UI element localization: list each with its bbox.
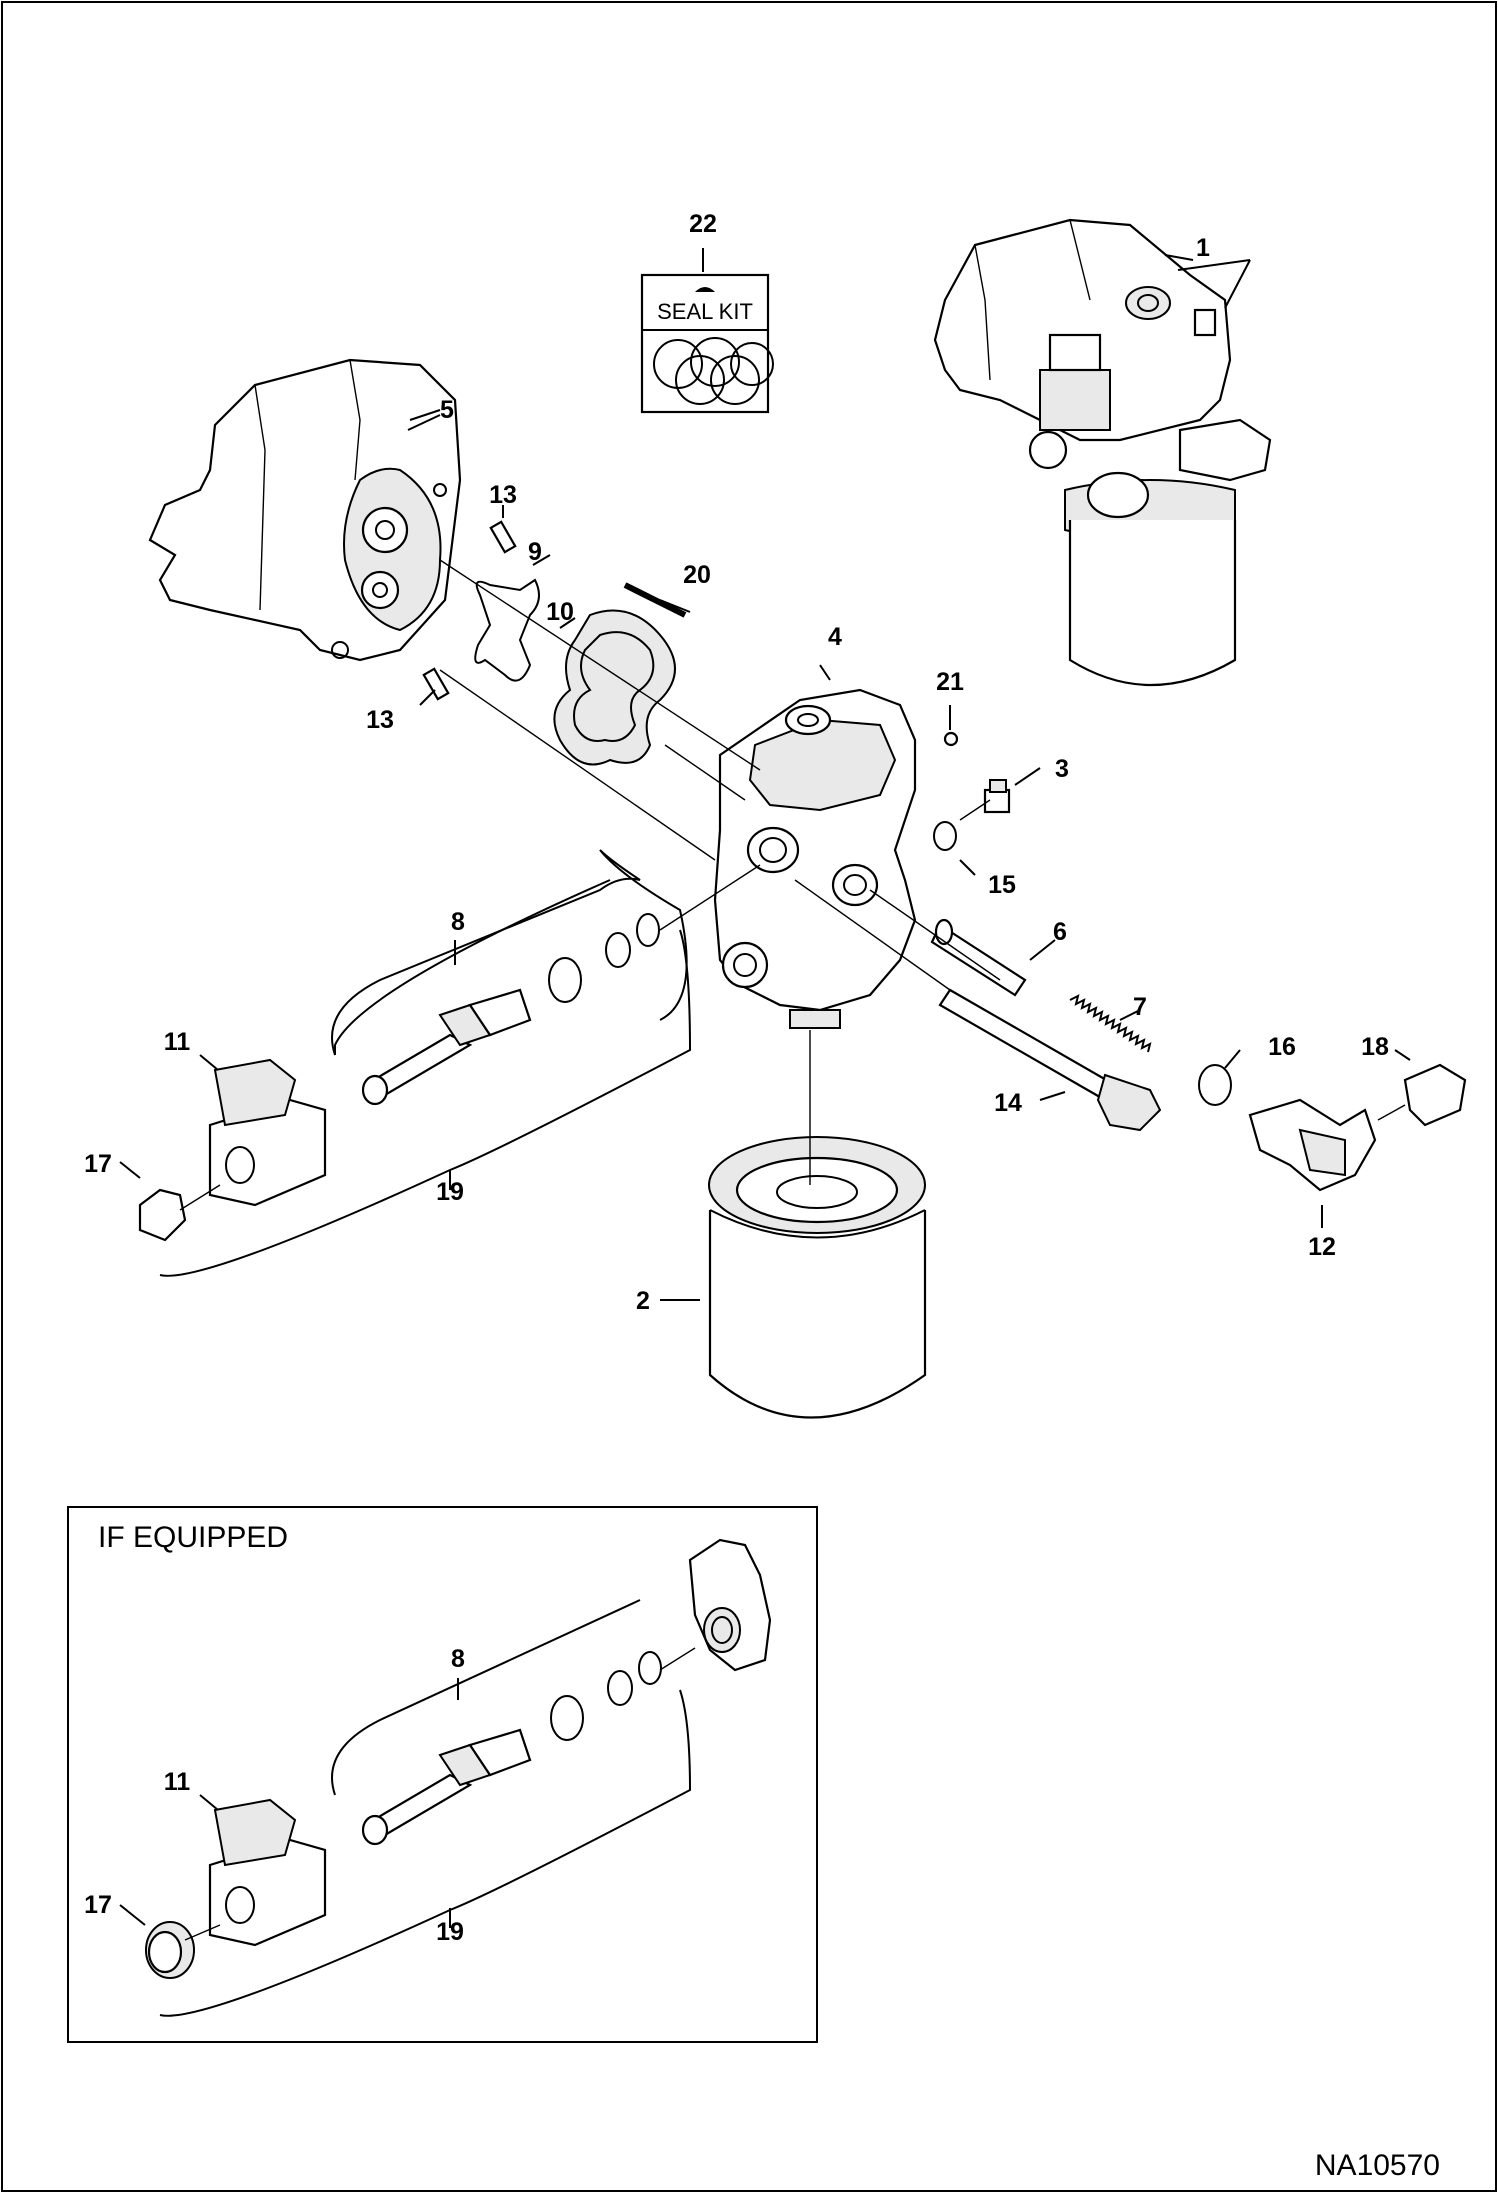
oil-filter [708, 1136, 927, 1419]
drawing-id: NA10570 [1315, 2149, 1440, 2182]
inset-if-equipped: IF EQUIPPED [67, 1506, 818, 2043]
callout-13-bottom: 13 [366, 706, 394, 734]
callout-18: 18 [1361, 1033, 1389, 1061]
ball-21 [943, 731, 959, 747]
callout-16: 16 [1268, 1033, 1296, 1061]
hydraulic-pump [148, 358, 462, 662]
o-ring-15 [933, 821, 957, 851]
callout-20: 20 [683, 561, 711, 589]
callout-10: 10 [546, 598, 574, 626]
callout-19: 19 [436, 1178, 464, 1206]
gasket-10 [553, 609, 676, 766]
callout-1: 1 [1196, 234, 1210, 262]
callout-14: 14 [994, 1089, 1022, 1117]
elbow-fitting-12 [1248, 1098, 1377, 1192]
callout-5: 5 [440, 396, 454, 424]
sleeve-6 [930, 918, 1027, 997]
callout-13-top: 13 [489, 481, 517, 509]
valve-cartridge-main [361, 913, 660, 1106]
callout-12: 12 [1308, 1233, 1336, 1261]
seal-kit-label: SEAL KIT [657, 299, 753, 324]
valve-cartridge-inset [361, 1651, 662, 1846]
assembled-pump-filter [933, 218, 1272, 687]
callout-leaders [119, 248, 1411, 1301]
callout-21: 21 [936, 668, 964, 696]
inset-callout-17: 17 [84, 1891, 112, 1919]
filter-head [713, 688, 917, 1029]
spring-7 [1069, 994, 1152, 1053]
callout-8: 8 [451, 908, 465, 936]
callout-9: 9 [528, 538, 542, 566]
leader-lines [159, 559, 1406, 1277]
solenoid-coil-inset [208, 1798, 327, 1947]
callout-15: 15 [988, 871, 1016, 899]
callout-7: 7 [1133, 993, 1147, 1021]
callout-3: 3 [1055, 755, 1069, 783]
callout-4: 4 [828, 623, 842, 651]
inset-callout-8: 8 [451, 1645, 465, 1673]
callout-2: 2 [636, 1287, 650, 1315]
inset-port-flange [688, 1538, 772, 1672]
callouts-main: 22 1 5 13 9 20 10 4 21 3 13 15 8 6 7 11 … [84, 210, 1389, 1315]
o-ring-16 [1198, 1064, 1232, 1106]
callout-11: 11 [164, 1028, 191, 1056]
inset-title: IF EQUIPPED [98, 1521, 288, 1554]
inset-callout-19: 19 [436, 1918, 464, 1946]
nut-17-main [138, 1188, 187, 1242]
cap-18 [1403, 1063, 1467, 1127]
bolt-14 [938, 988, 1162, 1132]
callout-22: 22 [689, 210, 717, 238]
seal-kit-card: SEAL KIT [640, 273, 774, 414]
callout-6: 6 [1053, 918, 1067, 946]
knurled-nut-17-inset [145, 1921, 195, 1979]
seal-ring-9 [474, 578, 540, 682]
plug-3 [983, 779, 1011, 814]
dowel-pins [422, 520, 517, 701]
inset-callout-11: 11 [164, 1768, 191, 1796]
solenoid-coil-main [208, 1058, 327, 1207]
callout-17: 17 [84, 1150, 112, 1178]
